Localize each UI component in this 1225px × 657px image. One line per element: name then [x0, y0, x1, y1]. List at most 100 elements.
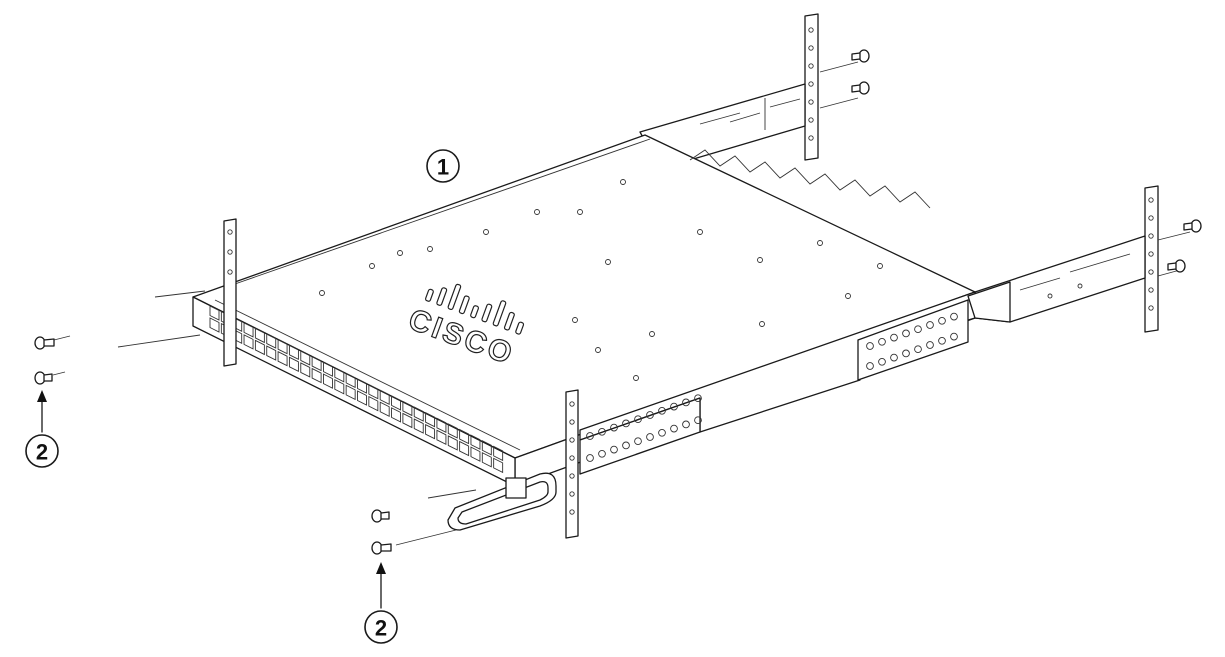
screw — [1167, 259, 1186, 273]
bracket-hole — [670, 424, 678, 433]
bracket-hole — [902, 349, 910, 358]
bracket-hole — [878, 357, 886, 366]
port — [254, 327, 265, 344]
port — [436, 429, 447, 446]
bracket-hole — [926, 321, 934, 329]
port — [493, 445, 504, 462]
bracket-hole — [586, 432, 594, 440]
port — [277, 350, 288, 367]
port — [345, 372, 356, 389]
port — [391, 395, 401, 411]
port — [209, 305, 220, 321]
screw — [851, 81, 870, 95]
port — [300, 362, 311, 378]
port — [311, 355, 322, 372]
port — [379, 389, 390, 405]
front-handle — [447, 472, 557, 531]
port — [288, 356, 299, 373]
bracket-hole — [914, 325, 922, 334]
port — [334, 379, 345, 395]
port — [345, 384, 356, 401]
bracket-hole — [598, 427, 606, 436]
bracket-hole — [926, 341, 934, 349]
bracket-hole — [598, 449, 606, 458]
bracket-hole — [938, 336, 946, 345]
screws — [34, 49, 1202, 555]
port — [459, 440, 470, 457]
port — [266, 333, 277, 349]
bracket-hole — [694, 394, 702, 403]
screw — [851, 49, 870, 63]
callout-2-bottom: 2 — [364, 610, 398, 644]
port — [447, 423, 458, 439]
port — [402, 412, 413, 429]
port — [300, 350, 311, 366]
port — [311, 367, 322, 384]
port — [391, 407, 401, 423]
front-left-rack-post — [223, 218, 237, 367]
port — [470, 446, 481, 462]
bracket-hole — [878, 337, 886, 346]
bracket-hole — [658, 428, 666, 437]
bracket-hole — [938, 316, 946, 325]
port — [481, 440, 492, 456]
port — [357, 378, 367, 394]
bracket-hole — [646, 433, 654, 441]
port — [254, 339, 265, 356]
port — [243, 334, 254, 350]
bracket-hole — [866, 362, 874, 370]
callout-1-label: 1 — [437, 155, 449, 180]
bracket-hole — [902, 329, 910, 338]
port — [243, 322, 254, 338]
screw — [34, 336, 55, 350]
port — [323, 361, 333, 377]
bracket-hole — [586, 454, 594, 462]
bracket-hole — [950, 332, 958, 341]
bracket-hole — [670, 402, 678, 411]
port — [436, 417, 447, 434]
port — [402, 400, 413, 417]
front-port-panel — [209, 305, 504, 474]
bracket-hole — [890, 353, 898, 362]
port — [413, 418, 424, 434]
bracket-hole — [622, 419, 630, 428]
screw — [1183, 219, 1202, 233]
port — [266, 345, 277, 361]
callout-1: 1 — [426, 149, 460, 183]
port — [425, 423, 436, 440]
bracket-hole — [646, 411, 654, 419]
bracket-hole — [694, 416, 702, 425]
bracket-hole — [682, 398, 690, 407]
bracket-hole — [658, 406, 666, 415]
port — [368, 395, 379, 412]
front-right-rack-post — [565, 389, 579, 539]
bracket-hole — [682, 420, 690, 429]
rear-right-rack-post-upper — [804, 13, 819, 161]
port — [368, 383, 379, 400]
callout-2-bottom-label: 2 — [375, 616, 387, 641]
port — [493, 457, 504, 474]
port — [425, 411, 436, 428]
screw — [371, 541, 392, 555]
callout-arrows — [37, 390, 386, 609]
callout-2-left: 2 — [25, 434, 59, 468]
bracket-hole — [610, 423, 618, 432]
callout-2-left-label: 2 — [36, 440, 48, 465]
port — [334, 367, 345, 383]
bracket-hole — [890, 333, 898, 342]
screw-guide-lines — [52, 61, 1191, 546]
bracket-holes — [586, 312, 958, 462]
bracket-hole — [950, 312, 958, 321]
port — [481, 452, 492, 468]
screw — [34, 371, 53, 385]
bracket-hole — [622, 441, 630, 450]
bracket-hole — [634, 415, 642, 424]
port — [447, 435, 458, 451]
bracket-hole — [866, 342, 874, 350]
bracket-hole — [634, 437, 642, 446]
bracket-hole — [610, 445, 618, 454]
port — [277, 338, 288, 355]
port — [209, 317, 220, 333]
port — [357, 390, 367, 406]
